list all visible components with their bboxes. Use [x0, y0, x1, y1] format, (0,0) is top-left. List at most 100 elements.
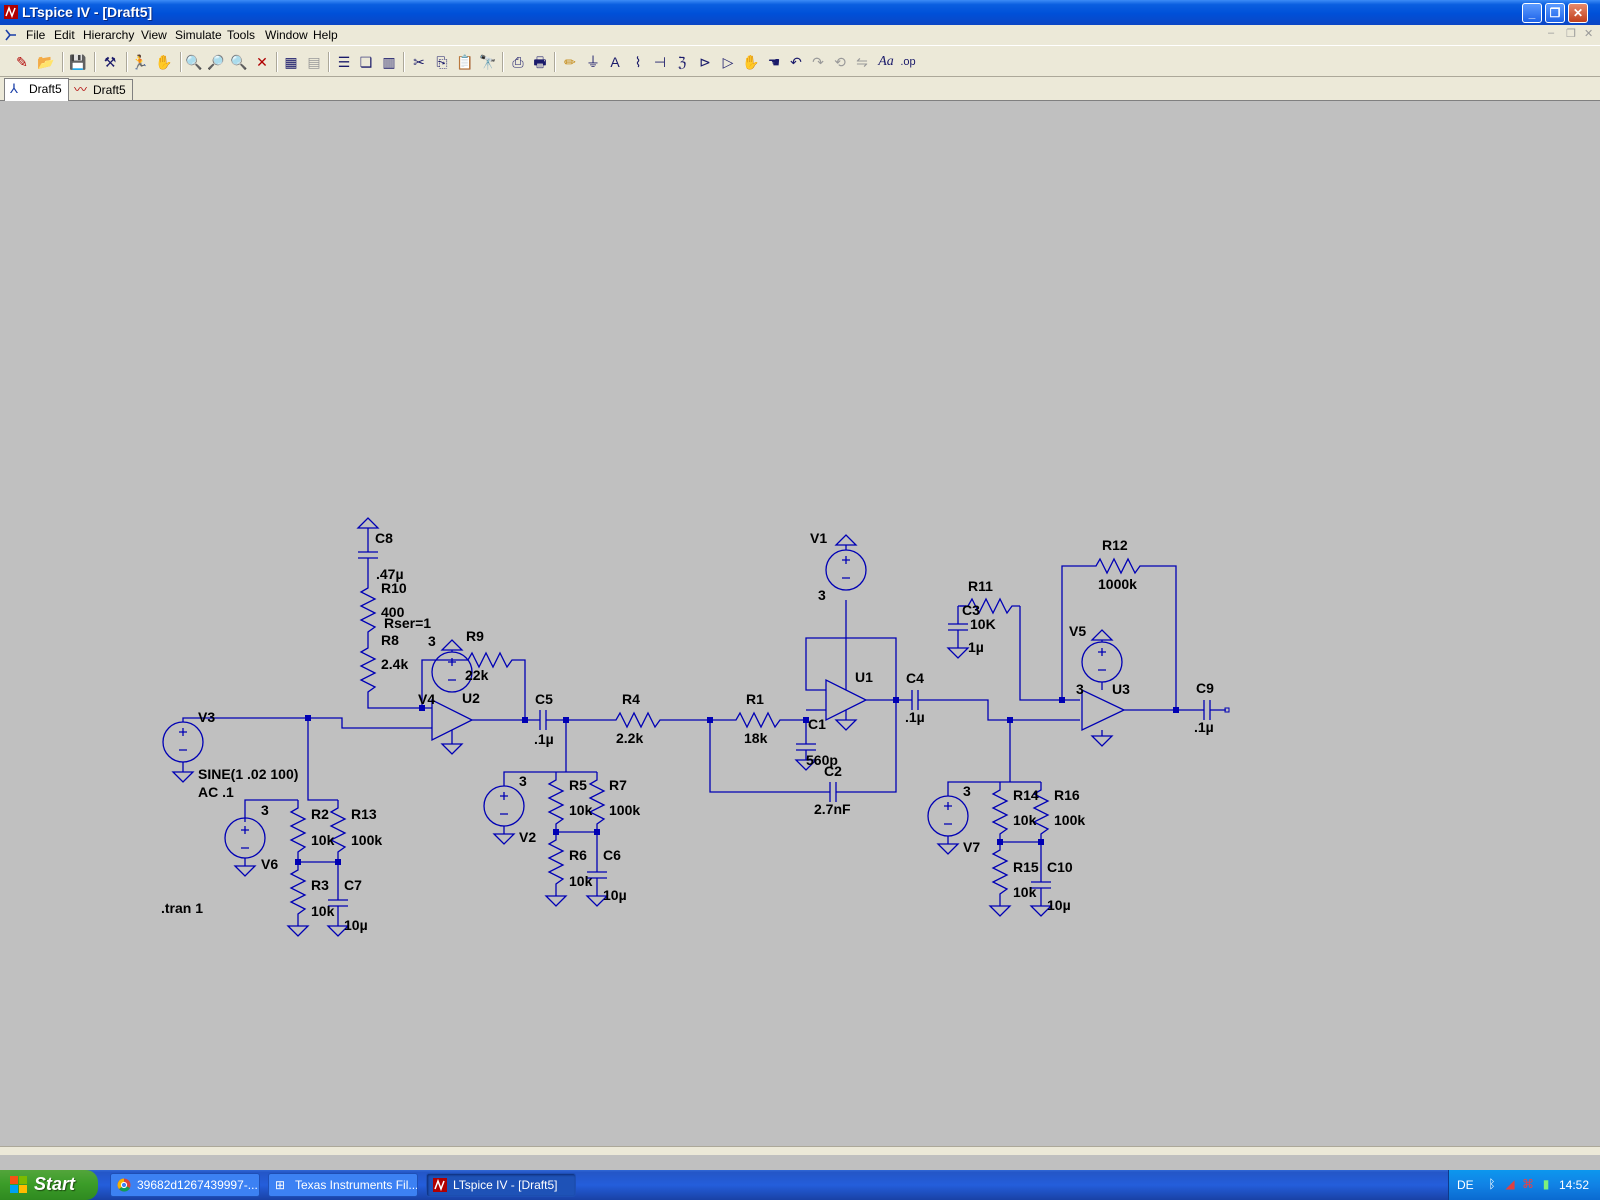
R6-label[interactable]: R6 — [569, 847, 587, 863]
C8-label[interactable]: C8 — [375, 530, 393, 546]
V3-value[interactable]: SINE(1 .02 100) — [198, 766, 298, 782]
V6-value[interactable]: 3 — [261, 802, 269, 818]
R9-label[interactable]: R9 — [466, 628, 484, 644]
taskbar-item-ltspice[interactable]: LTspice IV - [Draft5] — [426, 1173, 576, 1197]
R10-label[interactable]: R10 — [381, 580, 407, 596]
V2-value[interactable]: 3 — [519, 773, 527, 789]
copy-icon[interactable]: ⎘ — [436, 54, 448, 70]
R4-value[interactable]: 2.2k — [616, 730, 643, 746]
autorange-icon[interactable]: ▦ — [284, 54, 298, 70]
C1-value[interactable]: 560p — [806, 752, 838, 768]
taskbar-item-ti-filter[interactable]: ⊞ Texas Instruments Fil... — [268, 1173, 418, 1197]
C4-value[interactable]: .1µ — [905, 709, 925, 725]
schematic-canvas[interactable]: C8 .47µ R10 400 Rser=1 R8 2.4k 3 V4 R9 2… — [0, 101, 1600, 1146]
C1-label[interactable]: C1 — [808, 716, 826, 732]
rotate-icon[interactable]: ⟲ — [834, 54, 846, 70]
reset-icon[interactable]: ▤ — [307, 54, 321, 70]
bluetooth-icon[interactable]: ᛒ — [1488, 1177, 1496, 1191]
C5-value[interactable]: .1µ — [534, 731, 554, 747]
C5-label[interactable]: C5 — [535, 691, 553, 707]
V7-value[interactable]: 3 — [963, 783, 971, 799]
schematic-drawing[interactable]: C8 .47µ R10 400 Rser=1 R8 2.4k 3 V4 R9 2… — [0, 101, 1600, 1146]
C10-label[interactable]: C10 — [1047, 859, 1073, 875]
run-icon[interactable]: 🏃 — [131, 54, 149, 70]
R11-value[interactable]: 10K — [970, 616, 996, 632]
draw-wire-icon[interactable]: ✏ — [564, 54, 576, 70]
C7-label[interactable]: C7 — [344, 877, 362, 893]
tab-schematic-draft5[interactable]: ⅄ Draft5 — [4, 78, 69, 101]
C6-label[interactable]: C6 — [603, 847, 621, 863]
R16-value[interactable]: 100k — [1054, 812, 1085, 828]
R7-value[interactable]: 100k — [609, 802, 640, 818]
close-button[interactable]: ✕ — [1568, 3, 1588, 23]
save-icon[interactable]: 💾 — [69, 54, 87, 70]
document-icon[interactable] — [4, 28, 18, 42]
find-icon[interactable]: 🔭 — [479, 54, 497, 70]
V5-value[interactable]: 3 — [1076, 681, 1084, 697]
C10-value[interactable]: 10µ — [1047, 897, 1071, 913]
V1-label[interactable]: V1 — [810, 530, 827, 546]
move-icon[interactable]: ✋ — [742, 54, 760, 70]
C7-value[interactable]: 10µ — [344, 917, 368, 933]
resistor-icon[interactable]: ⌇ — [634, 54, 642, 70]
clock[interactable]: 14:52 — [1559, 1178, 1590, 1192]
zoom-in-icon[interactable]: 🔍 — [185, 54, 203, 70]
mdi-close-button[interactable]: ✕ — [1584, 28, 1594, 40]
cut-icon[interactable]: ✂ — [413, 54, 425, 70]
language-indicator[interactable]: DE — [1457, 1178, 1474, 1192]
R8-label[interactable]: R8 — [381, 632, 399, 648]
menu-view[interactable]: View — [141, 28, 167, 42]
R13-value[interactable]: 100k — [351, 832, 382, 848]
R6-value[interactable]: 10k — [569, 873, 593, 889]
R8-value[interactable]: 2.4k — [381, 656, 408, 672]
zoom-out-icon[interactable]: 🔍 — [230, 54, 248, 70]
tile-vertical-icon[interactable]: ▥ — [382, 54, 396, 70]
ground-icon[interactable]: ⏚ — [586, 54, 600, 70]
U2-label[interactable]: U2 — [462, 690, 480, 706]
text-icon[interactable]: Aa — [878, 54, 894, 69]
zoom-fit-icon[interactable]: ✕ — [256, 54, 268, 70]
V1-value[interactable]: 3 — [818, 587, 826, 603]
acrobat-icon[interactable]: ⌘ — [1522, 1177, 1534, 1191]
open-icon[interactable]: 📂 — [37, 54, 55, 70]
R15-value[interactable]: 10k — [1013, 884, 1037, 900]
R3-value[interactable]: 10k — [311, 903, 335, 919]
R1-label[interactable]: R1 — [746, 691, 764, 707]
V4-value[interactable]: 3 — [428, 633, 436, 649]
R15-label[interactable]: R15 — [1013, 859, 1039, 875]
menu-tools[interactable]: Tools — [227, 28, 256, 42]
menu-window[interactable]: Window — [265, 28, 308, 42]
minimize-button[interactable]: _ — [1522, 3, 1542, 23]
print-icon[interactable]: 🖶 — [533, 54, 547, 70]
R13-label[interactable]: R13 — [351, 806, 377, 822]
start-button[interactable]: Start — [0, 1170, 98, 1200]
C3-value[interactable]: 1µ — [968, 639, 984, 655]
V6-label[interactable]: V6 — [261, 856, 278, 872]
V7-label[interactable]: V7 — [963, 839, 980, 855]
pan-icon[interactable]: 🔎 — [207, 54, 225, 70]
R2-label[interactable]: R2 — [311, 806, 329, 822]
V4-label[interactable]: V4 — [418, 691, 435, 707]
R12-label[interactable]: R12 — [1102, 537, 1128, 553]
menu-simulate[interactable]: Simulate — [175, 28, 222, 42]
U1-label[interactable]: U1 — [855, 669, 873, 685]
tile-horizontal-icon[interactable]: ☰ — [337, 54, 351, 70]
R16-label[interactable]: R16 — [1054, 787, 1080, 803]
V3-label[interactable]: V3 — [198, 709, 215, 725]
new-schematic-icon[interactable]: ✎ — [16, 54, 28, 70]
cascade-icon[interactable]: ❏ — [359, 54, 373, 70]
taskbar-item-browser[interactable]: 39682d1267439997-... — [110, 1173, 260, 1197]
redo-icon[interactable]: ↷ — [812, 54, 824, 70]
R5-label[interactable]: R5 — [569, 777, 587, 793]
R14-value[interactable]: 10k — [1013, 812, 1037, 828]
mdi-restore-button[interactable]: ❐ — [1566, 28, 1576, 40]
C2-label[interactable]: C2 — [824, 763, 842, 779]
ltspice-app-icon[interactable] — [4, 5, 18, 19]
spice-directive-icon[interactable]: .op — [900, 56, 916, 68]
restore-button[interactable]: ❐ — [1545, 3, 1565, 23]
R1-value[interactable]: 18k — [744, 730, 768, 746]
R3-label[interactable]: R3 — [311, 877, 329, 893]
diode-icon[interactable]: ⊳ — [699, 54, 711, 70]
C6-value[interactable]: 10µ — [603, 887, 627, 903]
C2-value[interactable]: 2.7nF — [814, 801, 851, 817]
